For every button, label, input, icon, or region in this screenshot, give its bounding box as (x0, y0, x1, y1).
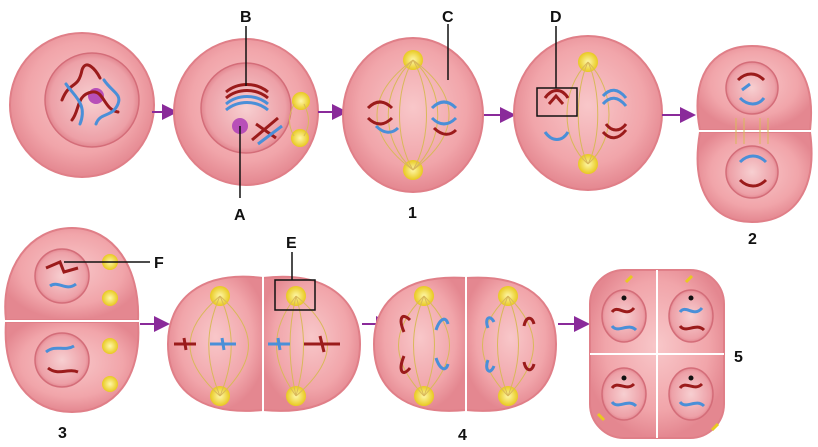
centrosome (102, 338, 118, 354)
label-C: C (442, 9, 454, 26)
cell-metaphase-II (168, 276, 360, 412)
stage-number-2: 2 (748, 231, 757, 248)
cell-prophase-II (4, 228, 140, 412)
cell-early-prophase (10, 33, 154, 177)
stage-number-5: 5 (734, 349, 743, 366)
nucleus (726, 62, 778, 114)
label-A: A (234, 207, 246, 224)
stage-number-3: 3 (58, 425, 67, 442)
label-B: B (240, 9, 252, 26)
nucleus (726, 146, 778, 198)
nucleus (35, 249, 89, 303)
cell-telophase-I (697, 46, 814, 222)
cell-metaphase-I (343, 38, 483, 192)
centrosome (102, 376, 118, 392)
nucleus (35, 333, 89, 387)
cell-anaphase-I (514, 36, 662, 190)
stage-number-4: 4 (458, 427, 467, 444)
label-D: D (550, 9, 562, 26)
label-F: F (154, 255, 164, 272)
centrosome (102, 290, 118, 306)
cell-four-daughter-cells (590, 270, 724, 438)
label-E: E (286, 235, 297, 252)
cell-anaphase-II (374, 276, 556, 412)
stage-number-1: 1 (408, 205, 417, 222)
centrosome (292, 92, 310, 110)
